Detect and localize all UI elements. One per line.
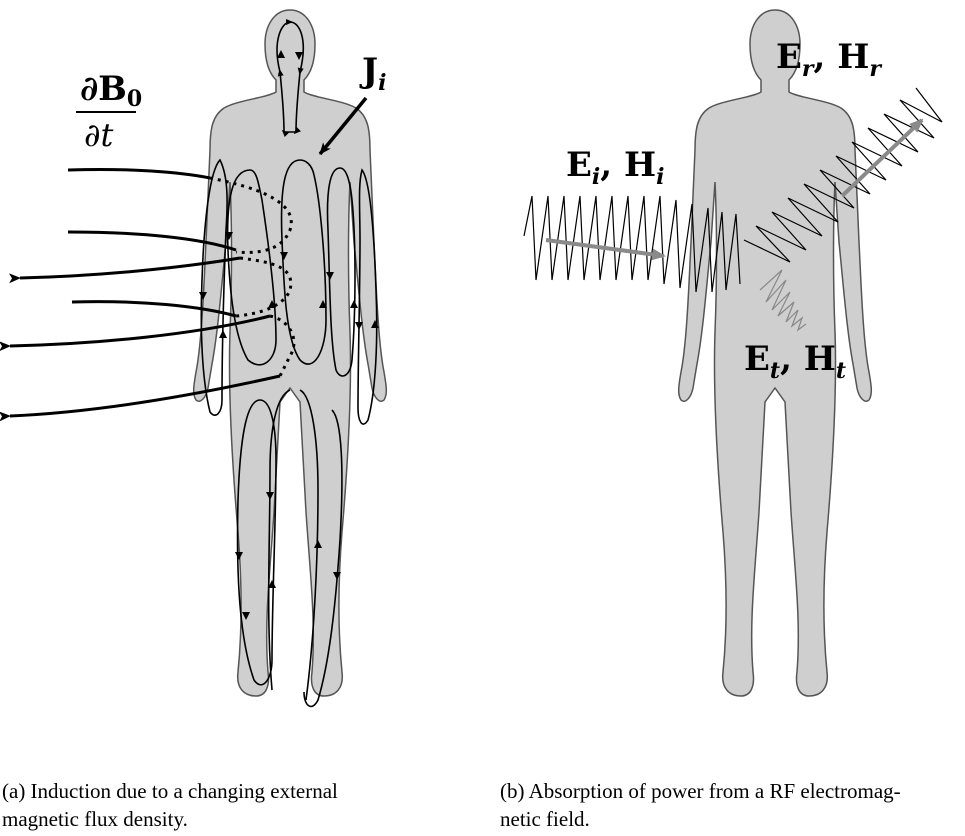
- loop-arrow: [355, 322, 363, 330]
- current-sub: i: [378, 70, 386, 96]
- caption-a-line2: magnetic flux density.: [2, 805, 412, 833]
- transmitted-field-label: Et, Ht: [744, 339, 846, 384]
- human-silhouette-b: [679, 10, 872, 696]
- incident-field-label: Ei, Hi: [566, 145, 664, 190]
- loop-arrow: [219, 330, 227, 338]
- svg-text:∂B0: ∂B0: [80, 69, 142, 112]
- flux-numerator-sub: 0: [127, 86, 142, 112]
- caption-b-line1: (b) Absorption of power from a RF electr…: [500, 777, 965, 805]
- current-symbol: J: [359, 51, 378, 91]
- flux-numerator: ∂B: [80, 69, 127, 109]
- panel-b: Ei, Hi Er, Hr Et, Ht: [524, 10, 942, 696]
- caption-a-line1: (a) Induction due to a changing external: [2, 777, 412, 805]
- flux-line-1: [68, 169, 210, 178]
- reflected-field-label: Er, Hr: [776, 37, 882, 82]
- flux-denominator: ∂t: [84, 116, 114, 154]
- caption-b-line2: netic field.: [500, 805, 965, 833]
- panel-a: ∂B0 ∂t Ji: [10, 10, 386, 706]
- caption-b: (b) Absorption of power from a RF electr…: [500, 777, 965, 833]
- current-label: Ji: [359, 51, 386, 96]
- flux-label: ∂B0 ∂t: [76, 69, 142, 154]
- caption-a: (a) Induction due to a changing external…: [2, 777, 412, 833]
- loop-arrow: [350, 300, 358, 308]
